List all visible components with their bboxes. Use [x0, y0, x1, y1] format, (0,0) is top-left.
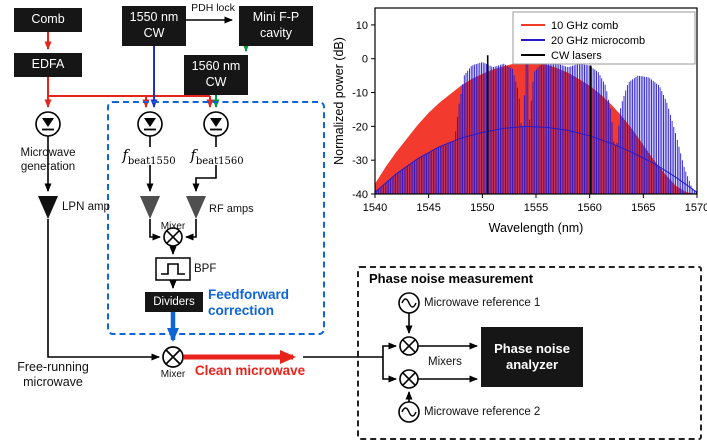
phase-noise-title: Phase noise measurement [369, 271, 534, 286]
pulse-icon [161, 263, 185, 275]
feedforward-line1: Feedforward [208, 287, 290, 302]
microwave-reference-2-label: Microwave reference 2 [424, 406, 541, 418]
mixer-icon-main [162, 346, 184, 368]
microwave-generation-label: Microwave generation [20, 147, 76, 173]
sine-source-icon-1 [398, 292, 420, 314]
dividers-box: Dividers [145, 292, 203, 312]
free-running-microwave-label: Free-running microwave [17, 360, 89, 389]
cw-1560-laser-box: 1560 nm CW [184, 55, 248, 95]
feedforward-correction-label: Feedforward correction [208, 287, 320, 319]
phase-noise-analyzer-box: Phase noise analyzer [481, 327, 583, 387]
lpn-amp-label: LPN amp [62, 201, 110, 213]
svg-text:1555: 1555 [524, 202, 548, 214]
svg-text:-20: -20 [352, 121, 368, 133]
fbeat-1560-label: fbeat1560 [186, 147, 248, 167]
photodetector-1-icon [35, 111, 61, 137]
feedforward-line2: correction [208, 303, 275, 318]
svg-text:1540: 1540 [363, 202, 387, 214]
spectrum-chart: 1540 1545 1550 1555 1560 1565 1570 10 0 -10 -20 -30… [330, 0, 707, 252]
lpn-amp-icon [38, 196, 58, 219]
svg-text:-40: -40 [352, 189, 368, 201]
feedforward-correction-group-box [107, 101, 325, 335]
svg-text:1565: 1565 [631, 202, 655, 214]
legend-label: CW lasers [551, 50, 602, 62]
legend-label: 10 GHz comb [551, 20, 618, 32]
svg-text:1545: 1545 [416, 202, 440, 214]
svg-text:1570: 1570 [685, 202, 707, 214]
clean-microwave-label: Clean microwave [194, 363, 306, 378]
svg-text:-30: -30 [352, 155, 368, 167]
svg-text:10: 10 [356, 20, 368, 32]
mixer-icon-feedforward [163, 227, 183, 247]
edfa-box: EDFA [14, 53, 82, 77]
photodetector-3-icon [203, 111, 229, 137]
photodetector-2-icon [137, 111, 163, 137]
fbeat-1550-label: fbeat1550 [117, 147, 181, 167]
sine-source-icon-2 [398, 401, 420, 423]
rf-amp-icon-2 [186, 196, 206, 219]
y-axis-label: Normalized power (dB) [332, 37, 346, 165]
svg-text:1560: 1560 [577, 202, 601, 214]
mixer-ff-label: Mixer [160, 221, 186, 232]
pdh-lock-label: PDH lock [191, 2, 235, 14]
bpf-label: BPF [194, 263, 217, 275]
mixers-label: Mixers [428, 356, 462, 368]
fbeat-1560-f: f [190, 148, 196, 164]
rf-amp-icon-1 [140, 196, 160, 219]
microwave-reference-1-label: Microwave reference 1 [424, 297, 541, 309]
free-running-path [47, 219, 160, 361]
rf-amps-label: RF amps [209, 203, 254, 215]
comb-box: Comb [14, 8, 82, 32]
svg-text:-10: -10 [352, 88, 368, 100]
x-axis-label: Wavelength (nm) [489, 221, 584, 235]
phase-noise-measurement-group-box [357, 266, 702, 440]
mixer-icon-ref1 [399, 336, 419, 356]
bpf-box [155, 257, 191, 281]
cw-1550-laser-box: 1550 nm CW [122, 6, 186, 46]
fbeat-1560-sub: beat1560 [195, 155, 244, 167]
fbeat-1550-sub: beat1550 [127, 155, 176, 167]
svg-text:1550: 1550 [470, 202, 494, 214]
legend-label: 20 GHz microcomb [551, 35, 645, 47]
mixer-icon-ref2 [399, 369, 419, 389]
fbeat-1550-f: f [122, 148, 128, 164]
fp-cavity-box: Mini F-P cavity [239, 6, 313, 46]
svg-text:0: 0 [362, 54, 368, 66]
mixer-main-label: Mixer [160, 369, 186, 380]
